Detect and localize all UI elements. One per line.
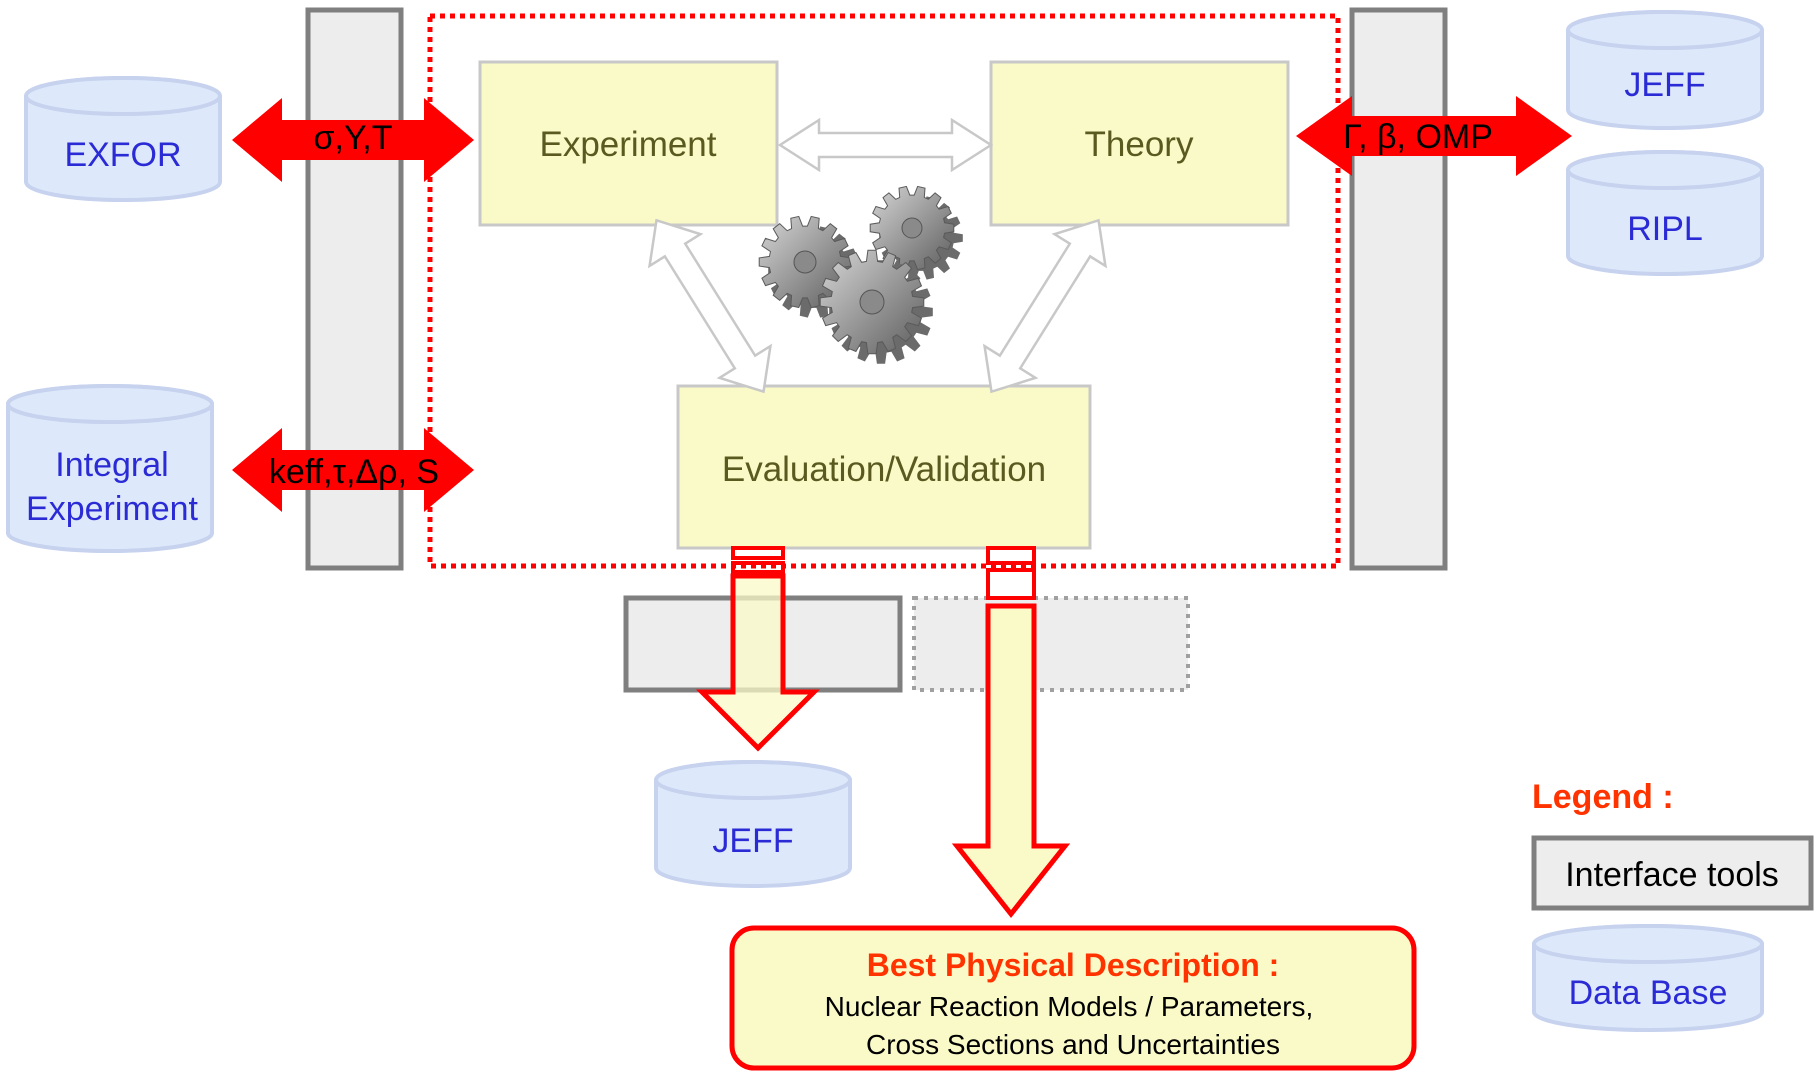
evaluation-boundary: [427, 13, 1341, 569]
legend-interface-swatch: [1531, 835, 1814, 911]
gear-hub: [793, 250, 817, 274]
theory-box: [989, 60, 1290, 227]
evaluation-box: [676, 384, 1092, 550]
right-interface-bar: [1349, 7, 1448, 571]
legend-interface-label: Interface tools: [1565, 856, 1779, 894]
jeff-top-database: JEFF: [1566, 10, 1764, 130]
experiment-label: Experiment: [539, 125, 716, 164]
legend-database-swatch: Data Base: [1532, 924, 1764, 1032]
jeff-top-label: JEFF: [1624, 66, 1705, 104]
experiment-theory-arrow: [777, 117, 994, 173]
jeff-bottom-label: JEFF: [712, 822, 793, 860]
legend-database-label: Data Base: [1569, 974, 1728, 1012]
gear-hub: [859, 289, 885, 315]
gear-hub: [901, 217, 923, 239]
evaluation-to-description-arrow: [951, 546, 1071, 919]
ripl-database: RIPL: [1566, 150, 1764, 276]
integral-link-arrow: [232, 428, 474, 512]
evaluation-label: Evaluation/Validation: [722, 450, 1046, 489]
bottom-interface-bar-dotted: [912, 596, 1190, 692]
exfor-link-label: σ,Y,T: [314, 119, 393, 157]
theory-link-label: Γ, β, OMP: [1343, 118, 1493, 156]
exfor-label: EXFOR: [64, 136, 181, 174]
ripl-label: RIPL: [1627, 210, 1703, 248]
gears-icon: [758, 185, 963, 364]
integral-experiment-database: Integral Experiment: [6, 384, 214, 553]
theory-link-arrow: [1296, 96, 1572, 176]
theory-evaluation-arrow: [982, 218, 1108, 394]
experiment-box: [478, 60, 779, 227]
jeff-bottom-database: JEFF: [654, 760, 852, 888]
theory-label: Theory: [1085, 125, 1194, 164]
exfor-link-arrow: [232, 98, 474, 182]
best-description-line1: Nuclear Reaction Models / Parameters,: [825, 991, 1314, 1022]
best-description-line2: Cross Sections and Uncertainties: [866, 1029, 1280, 1060]
integral-label-line2: Experiment: [26, 490, 199, 528]
best-description-title: Best Physical Description :: [867, 947, 1280, 983]
legend-title: Legend :: [1532, 778, 1674, 816]
experiment-evaluation-arrow: [647, 218, 773, 394]
best-description-box: [729, 925, 1417, 1071]
evaluation-to-jeff-arrow: [695, 546, 821, 752]
integral-label-line1: Integral: [55, 446, 168, 484]
exfor-database: EXFOR: [24, 76, 222, 202]
integral-link-label: keff,τ,Δρ, S: [269, 453, 439, 491]
